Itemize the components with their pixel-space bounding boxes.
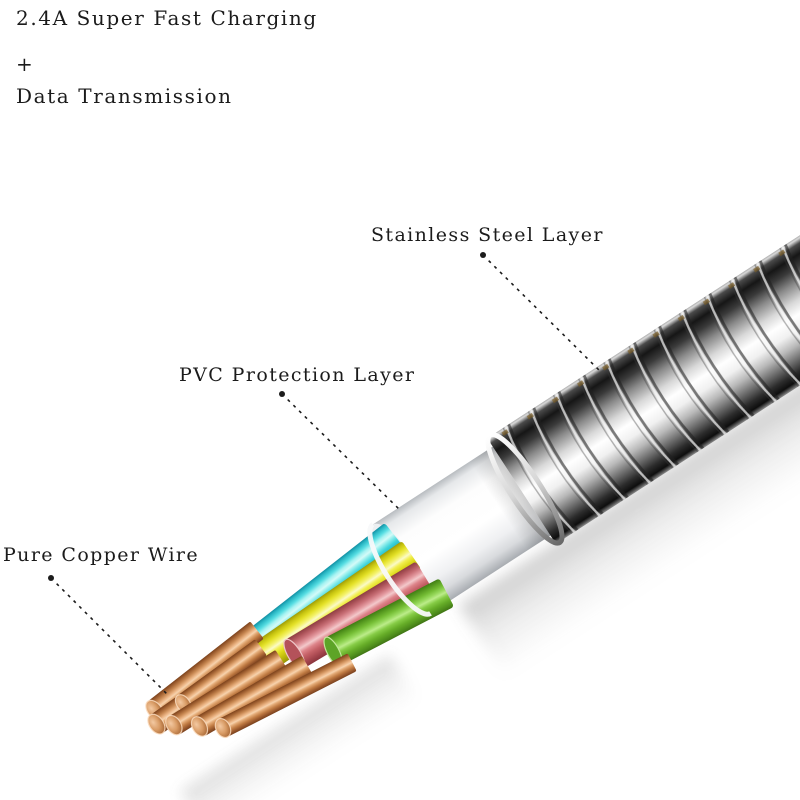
leader-line-stainless: [482, 254, 602, 373]
feature-line-data: Data Transmission: [16, 84, 233, 108]
label-pvc-protection-layer: PVC Protection Layer: [179, 364, 416, 386]
coil-end-rim: [485, 432, 565, 546]
cable-shadow: [458, 126, 800, 677]
jacket-opening-rim: [367, 522, 432, 617]
copper-strands: [145, 622, 357, 739]
leader-line-copper: [50, 577, 168, 695]
feature-line-charging: 2.4A Super Fast Charging: [16, 6, 318, 30]
feature-plus-sign: +: [16, 52, 35, 76]
copper-shadow: [180, 655, 420, 800]
leader-line-pvc: [281, 393, 400, 510]
label-pure-copper-wire: Pure Copper Wire: [3, 544, 200, 566]
label-stainless-steel-layer: Stainless Steel Layer: [371, 224, 604, 246]
feature-text-block: 2.4A Super Fast Charging + Data Transmis…: [16, 6, 318, 108]
stainless-steel-layer: [485, 24, 800, 546]
